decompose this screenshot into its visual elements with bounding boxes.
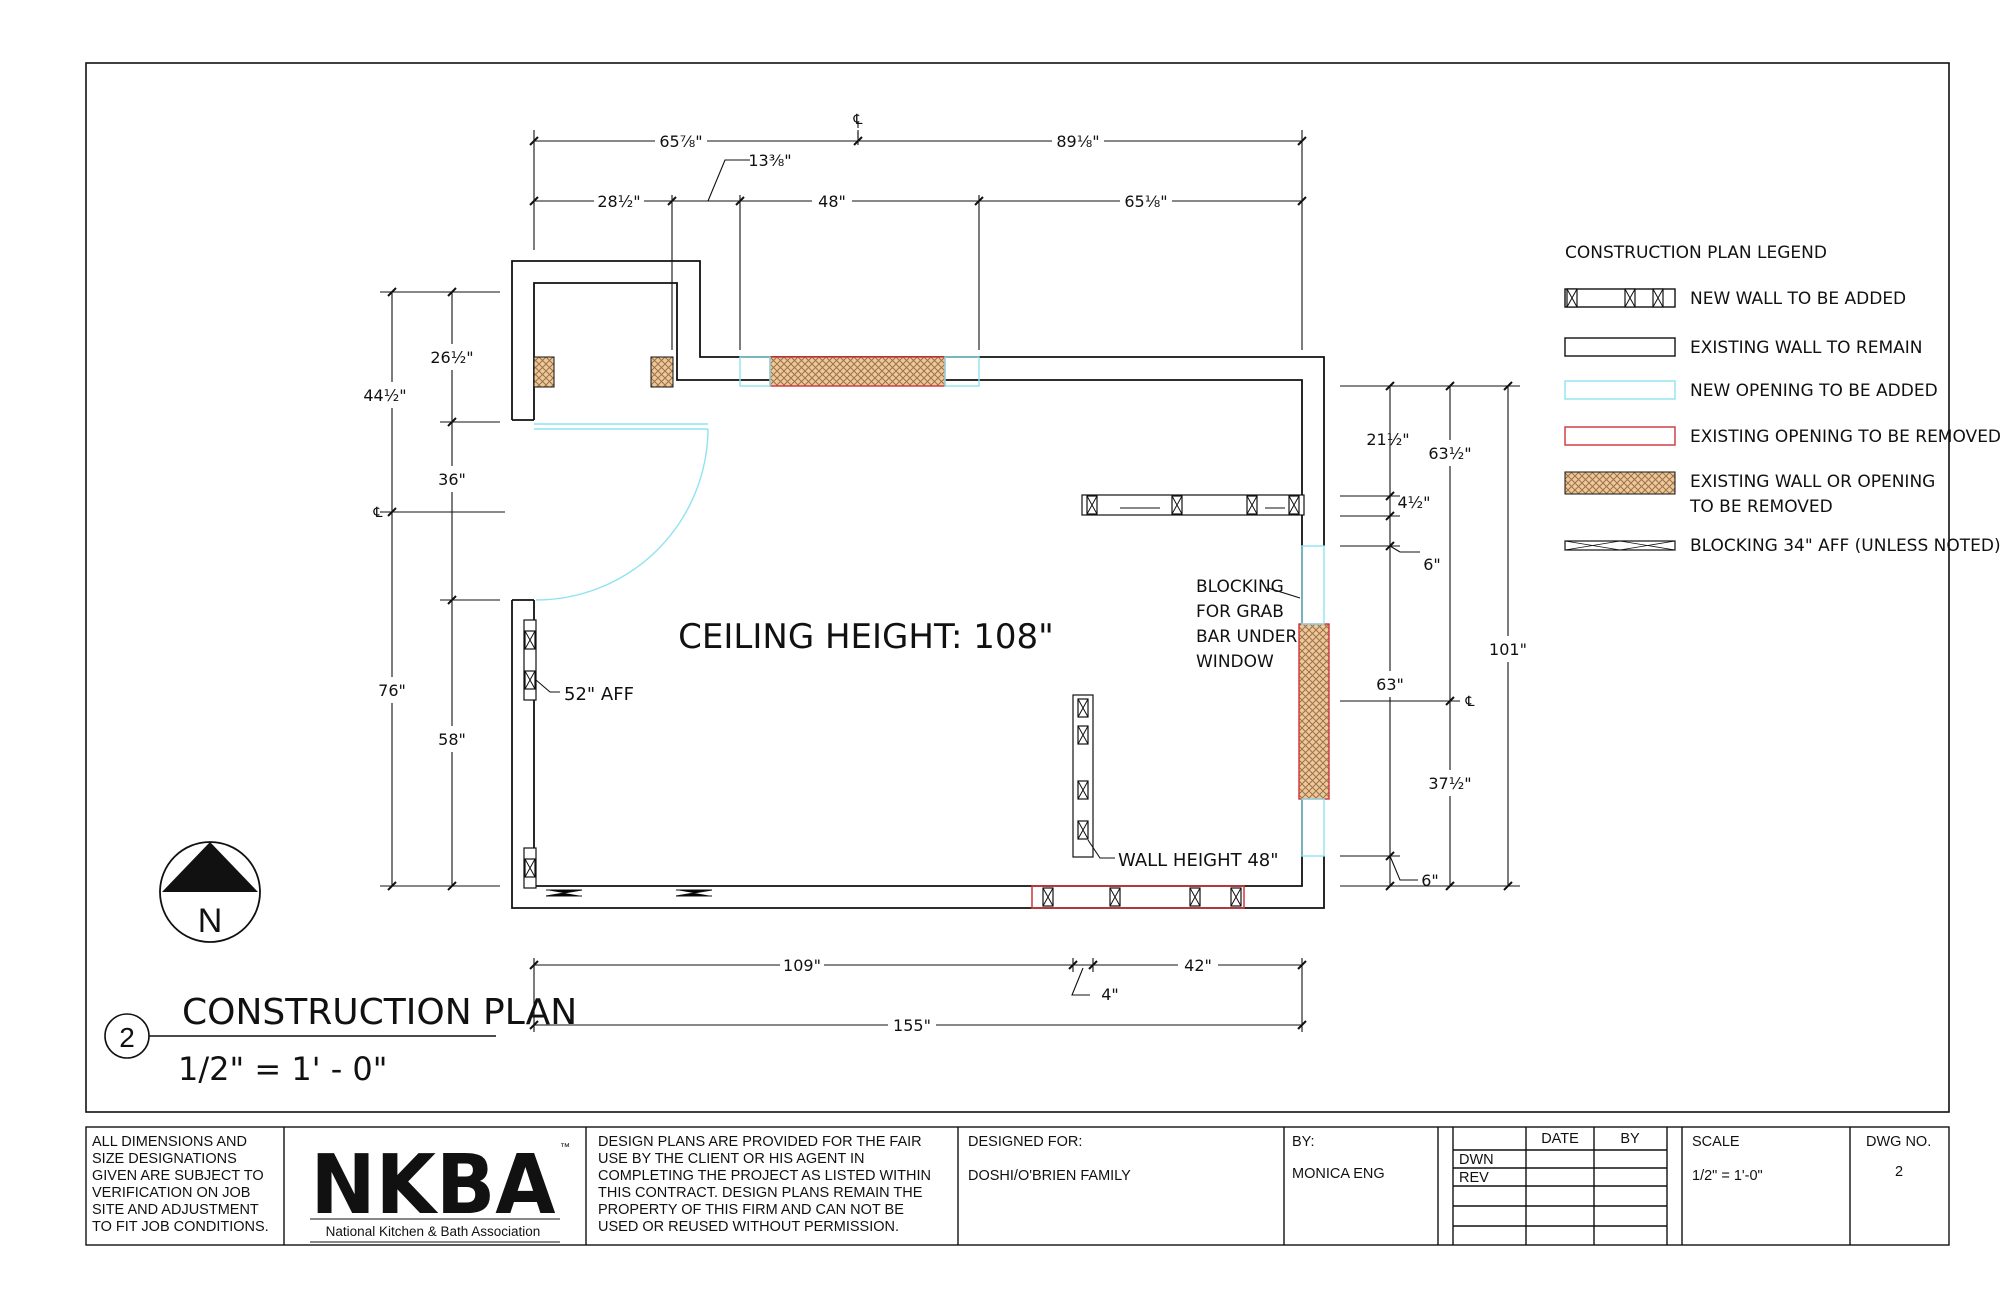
legend-label-opening-removed: EXISTING OPENING TO BE REMOVED [1690,427,2000,447]
by-value: MONICA ENG [1292,1166,1385,1182]
nkba-logo-tm: ™ [560,1142,570,1153]
dimension-ticks [387,136,1513,1030]
disclaimer-line-4: VERIFICATION ON JOB [92,1185,250,1201]
legend-swatch-new-opening [1564,380,1676,400]
title-block [85,1126,1950,1246]
nkba-logo: NKBA ™ National Kitchen & Bath Associati… [310,1138,570,1243]
centerline-symbol-right: ℄ [1465,694,1475,710]
disclaimer-line-6: TO FIT JOB CONDITIONS. [92,1219,269,1235]
dim-bottom-right: 42" [1184,956,1212,975]
centerline-symbol-left: ℄ [373,505,383,521]
dim-bottom-left: 109" [783,956,821,975]
grab-bar-note-line-3: BAR UNDER [1196,627,1297,647]
notice-line-1: DESIGN PLANS ARE PROVIDED FOR THE FAIR [598,1134,922,1150]
dwg-no-label: DWG NO. [1866,1134,1931,1150]
legend-label-wall-removed: EXISTING WALL OR OPENING [1690,472,1935,492]
notice-line-3: COMPLETING THE PROJECT AS LISTED WITHIN [598,1168,931,1184]
grab-bar-note: BLOCKING FOR GRAB BAR UNDER WINDOW [1196,577,1297,672]
dim-top-right-seg: 65⅛" [1124,192,1167,211]
legend-swatch-new-wall [1564,288,1676,308]
designed-for-label: DESIGNED FOR: [968,1134,1082,1150]
dim-right-b: 63½" [1428,444,1471,463]
disclaimer-line-3: GIVEN ARE SUBJECT TO [92,1168,264,1184]
notice-line-6: USED OR REUSED WITHOUT PERMISSION. [598,1219,899,1235]
dim-top-left-seg: 28½" [597,192,640,211]
disclaimer-line-2: SIZE DESIGNATIONS [92,1151,237,1167]
drawing-scale-note: 1/2" = 1' - 0" [178,1050,388,1088]
notice-line-4: THIS CONTRACT. DESIGN PLANS REMAIN THE [598,1185,923,1201]
north-label: N [198,902,223,940]
legend-title: CONSTRUCTION PLAN LEGEND [1565,243,1827,263]
dim-left-overall-bottom: 76" [378,681,406,700]
disclaimer-line-1: ALL DIMENSIONS AND [92,1134,247,1150]
construction-legend: CONSTRUCTION PLAN LEGEND NEW WALL TO BE … [1564,243,2000,556]
dim-right-a: 21½" [1366,430,1409,449]
dim-right-f: 37½" [1428,774,1471,793]
existing-opening-removed [1031,885,1245,909]
north-arrow-icon: N [159,841,261,943]
dim-top-mid-seg: 48" [818,192,846,211]
disclaimer-line-5: SITE AND ADJUSTMENT [92,1202,259,1218]
dim-bottom-overall: 155" [893,1016,931,1035]
dim-right-c: 4½" [1397,493,1430,512]
dim-left-door: 36" [438,470,466,489]
by-label: BY: [1292,1134,1315,1150]
designed-for-value: DOSHI/O'BRIEN FAMILY [968,1168,1131,1184]
dim-left-overall-top: 44½" [363,386,406,405]
drawing-border [85,62,1950,1113]
legend-label-new-wall: NEW WALL TO BE ADDED [1690,289,1906,309]
dim-bottom-small: 4" [1101,985,1119,1004]
walls-to-remove [533,356,1330,800]
callout-number: 2 [119,1022,135,1053]
drawing-title-block: 2 CONSTRUCTION PLAN 1/2" = 1' - 0" [104,992,577,1088]
dim-left-lower: 58" [438,730,466,749]
dim-top-left-overall: 65⅞" [659,132,702,151]
grab-bar-note-line-2: FOR GRAB [1196,602,1284,622]
drawing-title: CONSTRUCTION PLAN [182,992,577,1033]
dim-top-right-overall: 89⅛" [1056,132,1099,151]
legend-swatch-existing-wall [1564,337,1676,357]
aff-52-note: 52" AFF [564,684,634,705]
wall-height-note: WALL HEIGHT 48" [1118,850,1279,871]
date-header: DATE [1541,1131,1579,1147]
legend-label-new-opening: NEW OPENING TO BE ADDED [1690,381,1938,401]
blocking-marks [524,495,1300,907]
new-openings [534,356,1325,857]
dim-right-overall: 101" [1489,640,1527,659]
legend-swatch-wall-removed [1564,471,1676,495]
legend-label-existing-wall: EXISTING WALL TO REMAIN [1690,338,1923,358]
dwg-no-value: 2 [1895,1164,1903,1180]
centerline-symbol-top: ℄ [853,112,863,128]
legend-label-wall-removed-2: TO BE REMOVED [1689,497,1833,517]
notice-line-2: USE BY THE CLIENT OR HIS AGENT IN [598,1151,864,1167]
centerline-symbols: ℄ ℄ ℄ [373,112,1475,710]
dimension-labels: 65⅞" 89⅛" 28½" 13⅜" 48" 65⅛" 44½" 26½" 3… [362,128,1532,1038]
dim-right-g: 6" [1421,871,1439,890]
dwn-label: DWN [1459,1152,1494,1168]
dim-right-d: 6" [1423,555,1441,574]
grab-bar-note-line-4: WINDOW [1196,652,1274,672]
ceiling-height-label: CEILING HEIGHT: 108" [678,617,1054,657]
legend-swatch-blocking [1564,540,1676,551]
existing-walls [511,260,1325,909]
dim-left-alcove: 26½" [430,348,473,367]
rev-label: REV [1459,1170,1489,1186]
title-block-text: ALL DIMENSIONS AND SIZE DESIGNATIONS GIV… [92,1131,1931,1235]
by-header: BY [1620,1131,1640,1147]
legend-swatch-opening-removed [1564,426,1676,446]
grab-bar-note-line-1: BLOCKING [1196,577,1284,597]
scale-label: SCALE [1692,1134,1740,1150]
blocking-strips [523,494,1305,889]
nkba-logo-caption: National Kitchen & Bath Association [326,1224,541,1239]
nkba-logo-text: NKBA [311,1138,557,1233]
legend-label-blocking: BLOCKING 34" AFF (UNLESS NOTED) [1690,536,2000,556]
notice-line-5: PROPERTY OF THIS FIRM AND CAN NOT BE [598,1202,904,1218]
dim-right-e: 63" [1376,675,1404,694]
scale-value: 1/2" = 1'-0" [1692,1168,1763,1184]
dim-top-small-seg: 13⅜" [748,151,791,170]
